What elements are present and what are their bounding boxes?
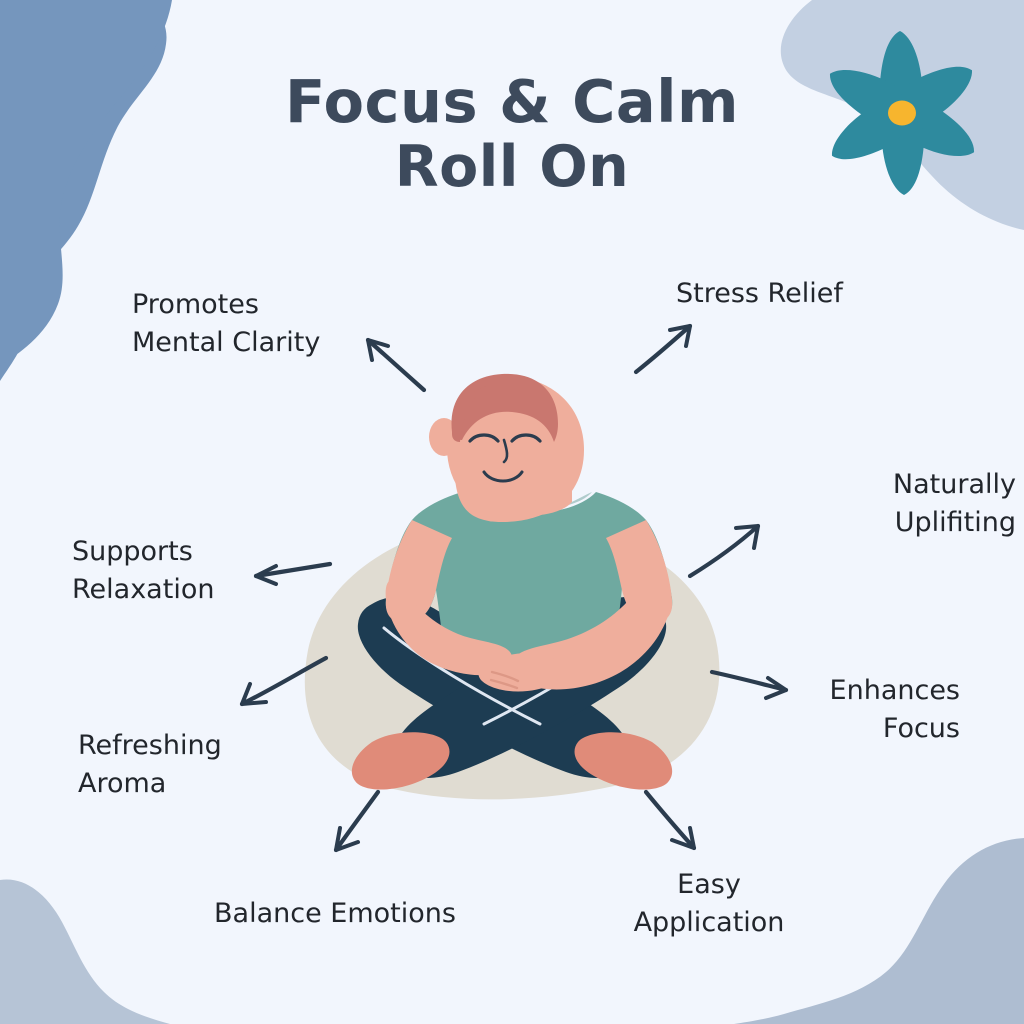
pointer-arrows: [239, 323, 789, 853]
hands: [478, 653, 562, 692]
title-line-2: Roll On: [394, 134, 630, 201]
benefit-label-refreshing-aroma: Refreshing Aroma: [78, 730, 222, 800]
forearm-right: [510, 578, 672, 690]
head: [454, 376, 584, 522]
arrow-to-stress-relief: [633, 323, 693, 375]
title-line-1: Focus & Calm: [285, 67, 739, 136]
meditation-mat: [304, 520, 720, 800]
eye-right: [510, 433, 542, 443]
benefit-label-naturally-uplifting: Naturally Uplifiting: [892, 469, 1016, 539]
ear-right: [545, 418, 575, 456]
benefit-label-supports-relaxation: Supports Relaxation: [72, 536, 215, 606]
benefit-label-balance-emotions: Balance Emotions: [214, 898, 456, 929]
arm-right: [606, 520, 673, 624]
page-title: Focus & Calm Roll On: [0, 68, 1024, 200]
foot-left: [351, 732, 450, 790]
arrow-to-naturally-uplifting: [687, 523, 761, 579]
benefit-label-easy-application: Easy Application: [633, 869, 785, 939]
arrow-to-mental-clarity: [365, 337, 427, 393]
benefit-label-promotes-mental-clarity: Promotes Mental Clarity: [132, 289, 321, 359]
arrow-to-balance-emotions: [333, 789, 381, 853]
nose: [502, 438, 509, 464]
benefit-label-enhances-focus: Enhances Focus: [829, 675, 960, 745]
meditating-person: [351, 373, 673, 790]
blob-bottom-left: [0, 879, 170, 1024]
arrow-to-enhances-focus: [709, 669, 789, 700]
arm-left: [385, 520, 452, 624]
neck: [488, 460, 572, 516]
ear-left: [429, 418, 459, 456]
foot-right: [574, 732, 673, 790]
eye-left: [468, 433, 500, 443]
smile: [482, 470, 524, 483]
shirt: [385, 492, 673, 666]
benefit-label-stress-relief: Stress Relief: [676, 278, 843, 309]
leg-left: [357, 597, 630, 778]
hair: [451, 373, 558, 442]
leg-right: [394, 597, 667, 778]
hair-sweep: [452, 386, 486, 442]
forearm-left: [385, 580, 513, 676]
arrow-to-easy-application: [643, 789, 697, 851]
arrow-to-refreshing-aroma: [239, 655, 329, 707]
